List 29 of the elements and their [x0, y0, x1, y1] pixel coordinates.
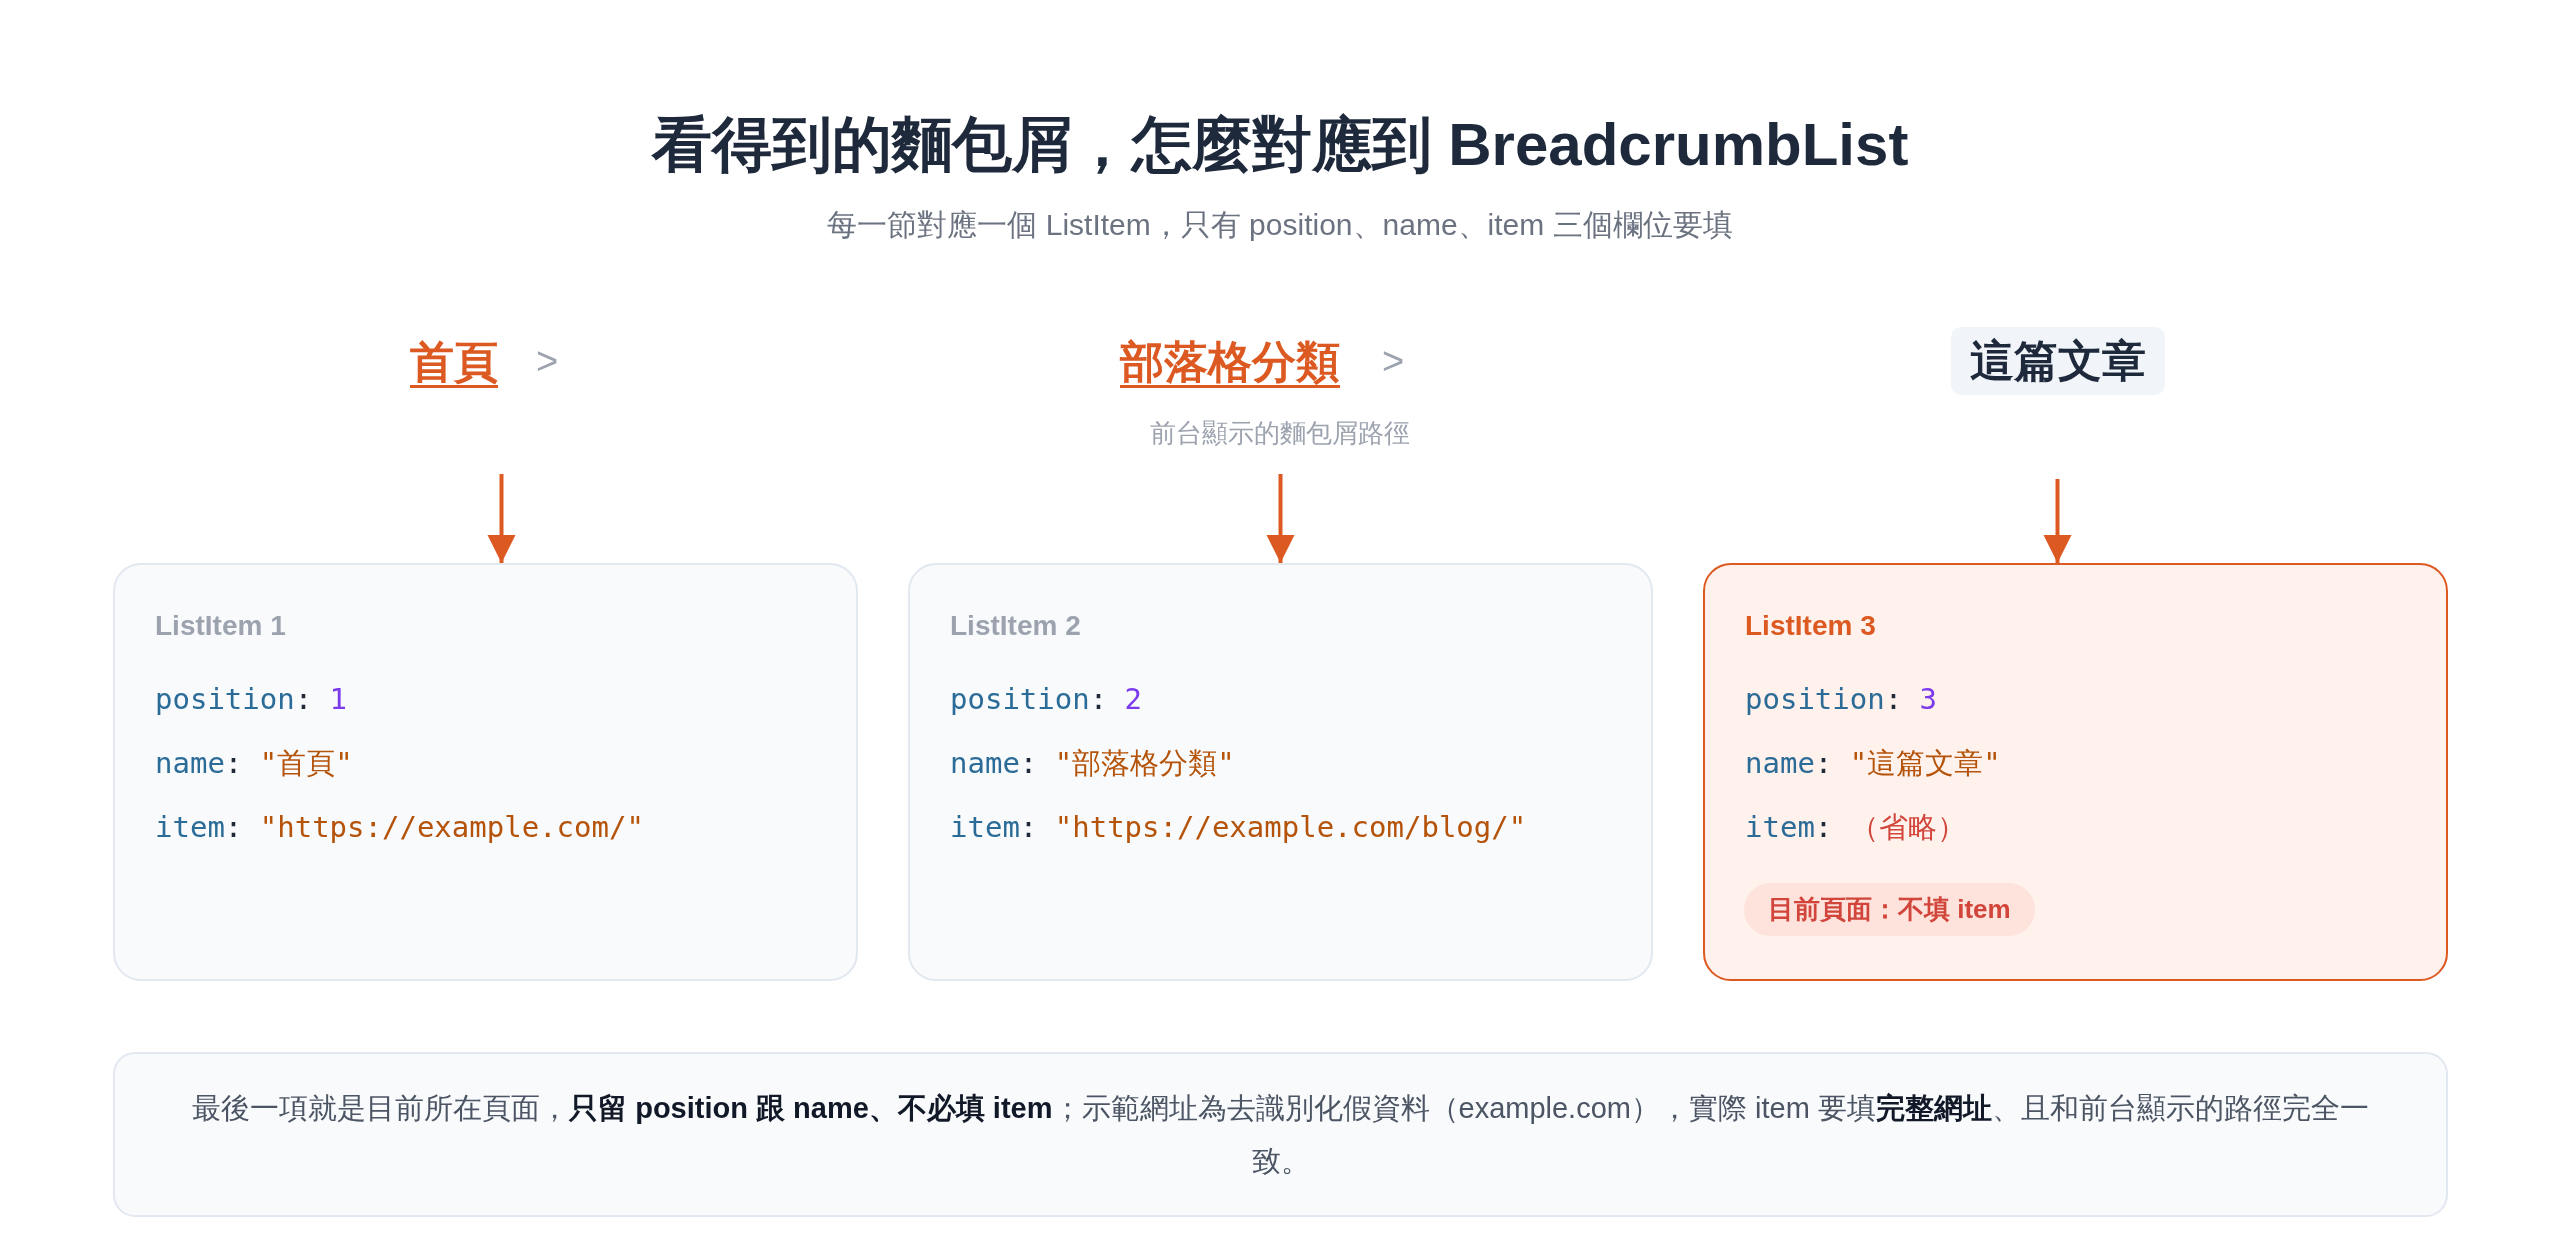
status-pill: 目前頁面：不填 item	[1744, 883, 2035, 936]
breadcrumb-separator: >	[1382, 339, 1405, 384]
code-line: position: 3	[1745, 681, 1938, 718]
arrow	[487, 474, 516, 563]
list-item-card	[113, 563, 858, 981]
note-panel	[113, 1052, 2448, 1217]
arrow	[1266, 474, 1295, 563]
note-text: 最後一項就是目前所在頁面，只留 position 跟 name、不必填 item；示範網址為去識別化假資料（example.com），實際 item 要填完整網址、且和前台顯示的路徑完全一致。	[191, 1090, 2370, 1179]
code-line: item: （省略）	[1745, 809, 1966, 846]
card-heading: ListItem 3	[1745, 609, 1876, 643]
code-line: item: "https://example.com/"	[155, 809, 644, 846]
subtitle: 每一節對應一個 ListItem，只有 position、name、item 三個欄位要填	[827, 207, 1733, 243]
card-heading: ListItem 2	[950, 609, 1081, 643]
code-line: position: 1	[155, 681, 348, 718]
current-page-chip: 這篇文章	[1951, 327, 2165, 395]
arrow	[2043, 479, 2072, 563]
breadcrumb-link: 首頁	[410, 334, 498, 390]
code-line: name: "首頁"	[155, 745, 353, 782]
code-line: item: "https://example.com/blog/"	[950, 809, 1527, 846]
card-heading: ListItem 1	[155, 609, 286, 643]
code-line: name: "部落格分類"	[950, 745, 1235, 782]
caption-text: 前台顯示的麵包屑路徑	[1150, 417, 1410, 450]
breadcrumb-link: 部落格分類	[1120, 334, 1340, 390]
breadcrumb-separator: >	[536, 339, 559, 384]
diagram-title: 看得到的麵包屑，怎麼對應到 BreadcrumbList	[651, 110, 1909, 180]
list-item-card	[908, 563, 1653, 981]
list-item-card	[1703, 563, 2448, 981]
code-line: name: "這篇文章"	[1745, 745, 2001, 782]
code-line: position: 2	[950, 681, 1143, 718]
